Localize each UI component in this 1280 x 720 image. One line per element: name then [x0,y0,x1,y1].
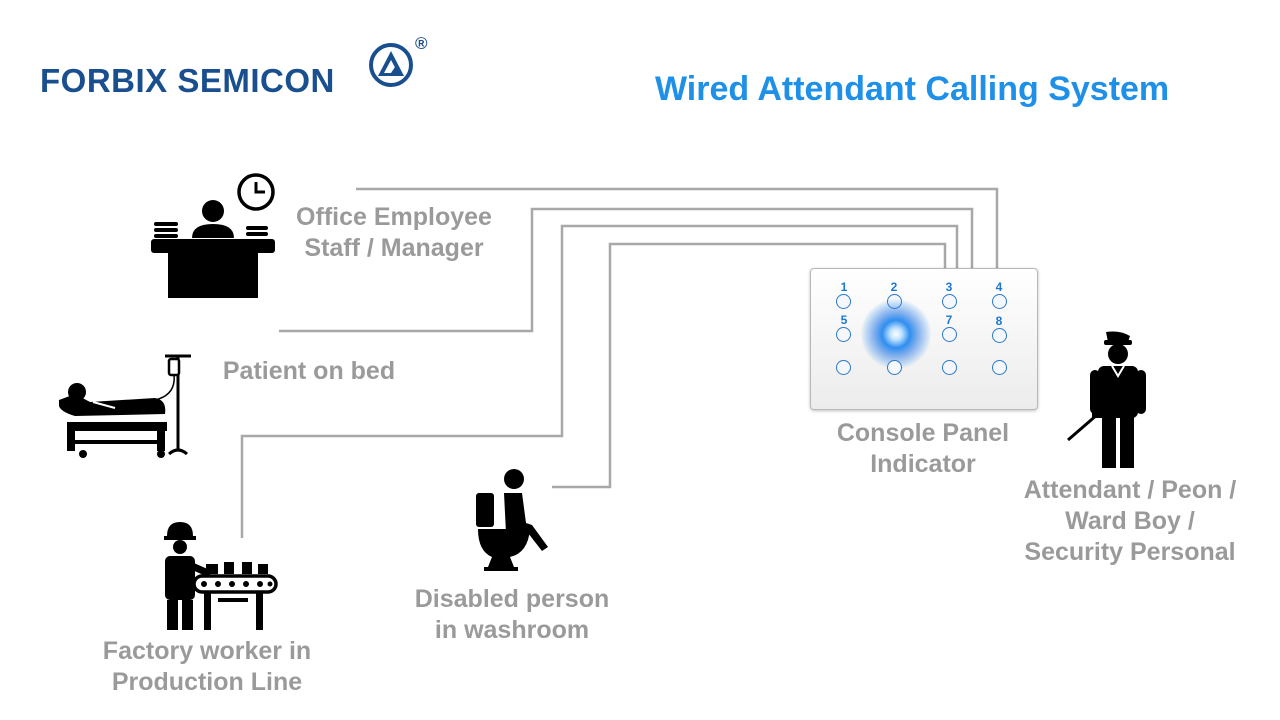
wire-factory [240,224,959,538]
patient-bed-iv-icon [59,354,191,458]
call-indicator-4 [992,294,1007,309]
button-number-7: 7 [945,313,953,327]
patient-label: Patient on bed [222,357,396,385]
console-panel: 1 2 3 4 5 7 8 [810,268,1038,410]
page-title: Wired Attendant Calling System [655,70,1170,108]
call-indicator-3 [942,294,957,309]
registered-mark: ® [415,34,428,53]
button-number-1: 1 [840,280,848,294]
disabled-person-toilet-icon [476,469,548,571]
wire-patient [279,207,974,333]
factory-label: Factory worker in Production Line [102,637,312,696]
call-indicator-7 [942,327,957,342]
button-number-2: 2 [890,280,898,294]
call-indicator-11 [942,360,957,375]
button-number-8: 8 [995,314,1003,328]
call-indicator-10 [887,360,902,375]
wire-washroom [552,242,947,489]
washroom-label: Disabled person in washroom [414,585,610,644]
call-indicator-5 [836,327,851,342]
call-indicator-8 [992,328,1007,343]
office-desk-clock-icon [151,173,275,298]
call-indicator-6-active-glow [861,299,931,369]
call-indicator-9 [836,360,851,375]
forbix-logo-icon [369,43,413,87]
call-indicator-1 [836,294,851,309]
button-number-3: 3 [945,280,953,294]
office-label: Office Employee Staff / Manager [296,203,492,262]
brand-name: FORBIX SEMICON [40,62,335,99]
call-indicator-12 [992,360,1007,375]
wire-office [356,187,999,268]
security-guard-icon [1067,331,1146,468]
factory-worker-conveyor-icon [164,522,278,630]
button-number-4: 4 [995,280,1003,294]
attendant-label: Attendant / Peon / Ward Boy / Security P… [1023,476,1237,566]
button-number-5: 5 [840,313,848,327]
console-label: Console Panel Indicator [836,419,1010,478]
